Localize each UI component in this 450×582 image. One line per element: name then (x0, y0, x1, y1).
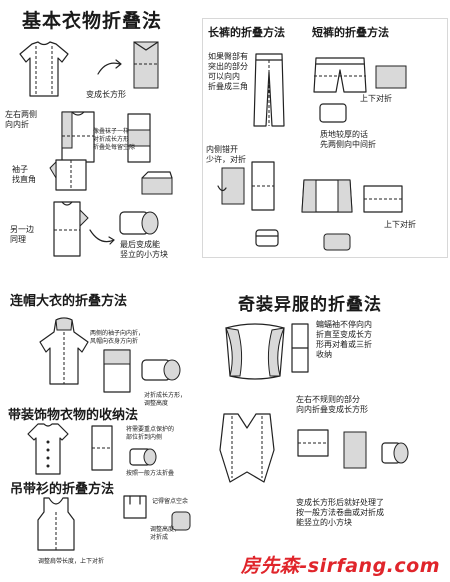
note-fold-ud2: 上下对折 (384, 220, 416, 229)
hoodie-roll-illustration (141, 359, 181, 381)
note-fold-ud: 上下对折 (360, 94, 392, 103)
note-batwing: 蝙蝠袖不停向内 折直至变成长方 形再对着或三折 收纳 (316, 320, 372, 359)
odd-panel (212, 282, 448, 580)
hoodie-step2-illustration (103, 349, 131, 393)
note-height: 调整高度， 对折成 (150, 526, 181, 541)
accessory-roll-illustration (129, 448, 157, 466)
hoodie-step1-illustration (39, 317, 89, 385)
odd-title: 奇装异服的折叠法 (238, 295, 382, 315)
shorts-step2-illustration (375, 65, 407, 89)
accessory-step2-illustration (91, 425, 113, 471)
hoodie-title: 连帽大衣的折叠方法 (10, 294, 128, 309)
tank-step2-illustration (123, 495, 147, 519)
shorts-step5-illustration (363, 185, 403, 213)
note-adjust: 调整肩带长度，上下对折 (38, 558, 105, 565)
note-other-side: 另一边 同理 (10, 225, 34, 244)
irregular-vest-illustration (219, 413, 275, 483)
shorts-step1-illustration (313, 57, 367, 93)
folded-stack-illustration (141, 171, 173, 195)
note-soft: 质地较厚的话 先两侧向中间折 (320, 130, 376, 149)
shorts-folded-illustration (323, 233, 351, 251)
note-fold-in: 内侧错开 少许，对折 (206, 145, 246, 164)
irregular-roll-illustration (381, 442, 409, 464)
accessory-shirt-illustration (27, 423, 69, 475)
batwing-illustration (225, 323, 285, 380)
pants-panel (202, 18, 448, 258)
note-fold-sides: 左右两侧 向内折 (5, 110, 37, 129)
shorts-step3-illustration (319, 103, 347, 123)
tshirt-step3-illustration (61, 111, 95, 163)
pants-step2-illustration (217, 167, 245, 205)
note-strap: 记得留点空余 (152, 498, 189, 505)
irregular-step3-illustration (343, 431, 367, 469)
shorts-title: 短裤的折叠方法 (312, 26, 389, 39)
tank-roll-illustration (171, 511, 191, 531)
watermark-domain: -sirfang.com (299, 555, 440, 577)
note-hoodie-fold-half: 对折成长方形， 调整高度 (144, 392, 187, 407)
basic-fold-title: 基本衣物折叠法 (22, 10, 163, 32)
basic-fold-panel (2, 2, 200, 274)
note-finish: 变成长方形后就好处理了 按一般方法卷曲或对折成 能竖立的小方块 (296, 498, 384, 527)
note-irregular: 左右不规则的部分 向内折叠变成长方形 (296, 395, 368, 414)
irregular-step2-illustration (297, 429, 329, 457)
note-final: 最后变成能 竖立的小方块 (120, 240, 168, 259)
batwing-step2-illustration (291, 323, 309, 373)
watermark-cn: 房先森 (240, 555, 300, 577)
pants-folded-illustration (255, 229, 279, 247)
arrow-curve-1 (97, 59, 122, 75)
note-rect: 变成长方形 (86, 90, 126, 99)
tank-title: 吊带衫的折叠方法 (10, 482, 115, 497)
tank-illustration (37, 497, 75, 551)
tshirt-step2-illustration (133, 41, 159, 89)
tshirt-step6-illustration (53, 201, 89, 257)
arrow-curve-2 (89, 229, 115, 245)
note-crotch: 如果臀部有 突出的部分 可以向内 折叠成三角 (208, 52, 248, 91)
tshirt-step5-illustration (49, 159, 87, 191)
pants-step3-illustration (251, 161, 275, 211)
shorts-step4-illustration (301, 179, 353, 213)
hoodie-panel (2, 282, 210, 580)
note-hoodie-sleeves: 两侧的袖子向内折， 风帽向衣身方向折 (90, 330, 145, 345)
note-sleeve: 袖子 找直角 (12, 165, 36, 184)
accessory-title: 带装饰物衣物的收纳法 (8, 408, 139, 423)
tshirt-step1-illustration (19, 41, 69, 97)
pants-title: 长裤的折叠方法 (208, 26, 285, 39)
note-protect: 将需要重点保护的 部位折到内侧 (126, 426, 175, 441)
rolled-block-illustration (119, 211, 159, 235)
tshirt-step4-illustration (127, 113, 151, 163)
note-socks: 像叠袜子一样 对折成长方形 折叠处每留空隙 (93, 128, 136, 151)
pants-step1-illustration (253, 53, 285, 127)
note-normal: 按照一般方法折叠 (126, 470, 175, 477)
watermark: 房先森-sirfang.com (241, 551, 440, 578)
